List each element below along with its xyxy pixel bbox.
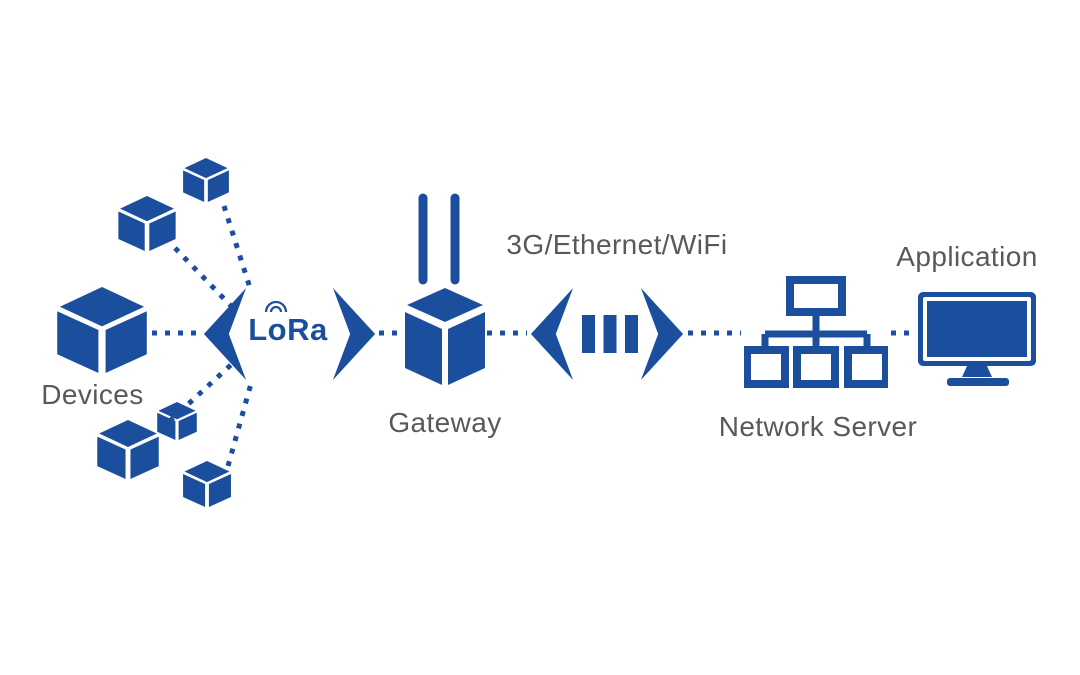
devices-label: Devices <box>41 379 144 410</box>
network-server-icon <box>744 276 888 396</box>
chevron-left-icon <box>202 287 248 381</box>
chevron-left-icon <box>529 287 575 381</box>
device-cube-icon <box>183 158 229 202</box>
lora-label: LoRa <box>248 312 328 347</box>
chevron-right-icon <box>639 287 685 381</box>
device-cube-icon <box>97 420 159 479</box>
network-server-label: Network Server <box>718 411 918 442</box>
device-cube-icon <box>118 196 176 251</box>
backhaul-label: 3G/Ethernet/WiFi <box>506 229 728 260</box>
device-cube-icon <box>157 402 197 440</box>
gateway-icon <box>405 192 485 387</box>
link-cube-bottom-lora <box>225 379 255 467</box>
chevron-right-icon <box>331 287 377 381</box>
application-monitor-icon <box>918 292 1036 388</box>
device-cube-icon <box>183 461 231 507</box>
link-cube-upper-lora <box>173 246 235 310</box>
lora-wave-icon <box>262 299 290 312</box>
link-squares-icon <box>582 315 638 353</box>
gateway-label: Gateway <box>388 407 502 438</box>
application-label: Application <box>896 241 1038 272</box>
device-cube-icon <box>57 287 147 373</box>
link-cube-lower-lora <box>158 361 235 432</box>
link-cube-top-lora <box>221 205 254 292</box>
